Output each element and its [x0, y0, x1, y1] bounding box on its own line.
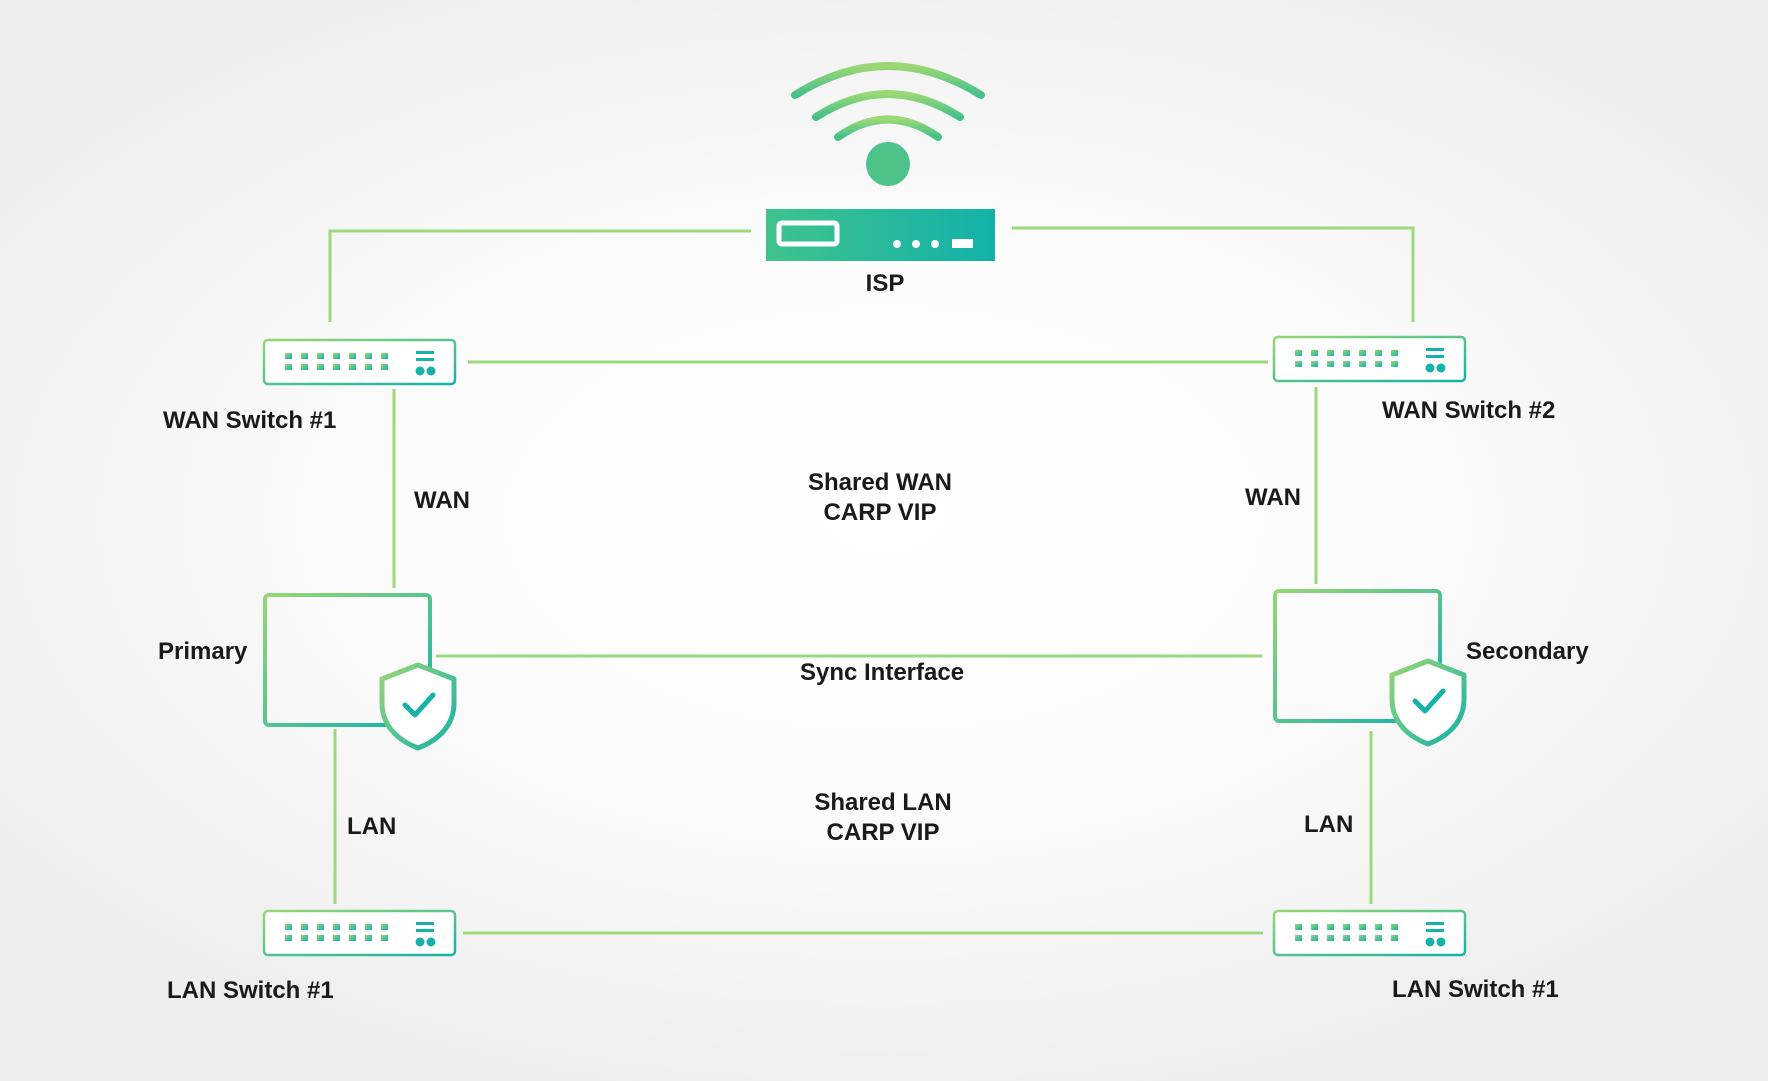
wan-switch-1-icon — [262, 338, 457, 386]
link-isp-wan-switch-1 — [328, 229, 751, 322]
wan-left-label: WAN — [414, 487, 470, 514]
isp-label: ISP — [865, 270, 905, 297]
wan-right-label: WAN — [1245, 484, 1301, 511]
shared-lan-carp-vip-label: Shared LAN CARP VIP — [814, 788, 951, 848]
lan-switch-right-label: LAN Switch #1 — [1392, 976, 1559, 1003]
wan-switch-2-label: WAN Switch #2 — [1382, 397, 1556, 424]
sync-interface-label: Sync Interface — [799, 659, 965, 686]
primary-label: Primary — [158, 638, 248, 665]
secondary-firewall-icon — [1275, 591, 1464, 744]
shared-wan-line2: CARP VIP — [823, 499, 937, 526]
shared-lan-line1: Shared LAN — [814, 789, 952, 816]
router-wifi-icon — [766, 62, 995, 261]
lan-right-label: LAN — [1304, 811, 1354, 838]
shared-wan-line1: Shared WAN — [807, 469, 953, 496]
connection-lines — [328, 226, 1415, 935]
primary-firewall-icon — [265, 595, 454, 748]
shared-lan-line2: CARP VIP — [826, 819, 940, 846]
secondary-label: Secondary — [1466, 638, 1589, 665]
lan-left-label: LAN — [347, 813, 397, 840]
lan-switch-right-icon — [1272, 909, 1467, 957]
wan-switch-1-label: WAN Switch #1 — [163, 407, 337, 434]
lan-switch-left-label: LAN Switch #1 — [167, 977, 334, 1004]
link-isp-wan-switch-2 — [1012, 226, 1415, 322]
lan-switch-left-icon — [262, 909, 457, 957]
shared-wan-carp-vip-label: Shared WAN CARP VIP — [808, 468, 952, 528]
wan-switch-2-icon — [1272, 335, 1467, 383]
